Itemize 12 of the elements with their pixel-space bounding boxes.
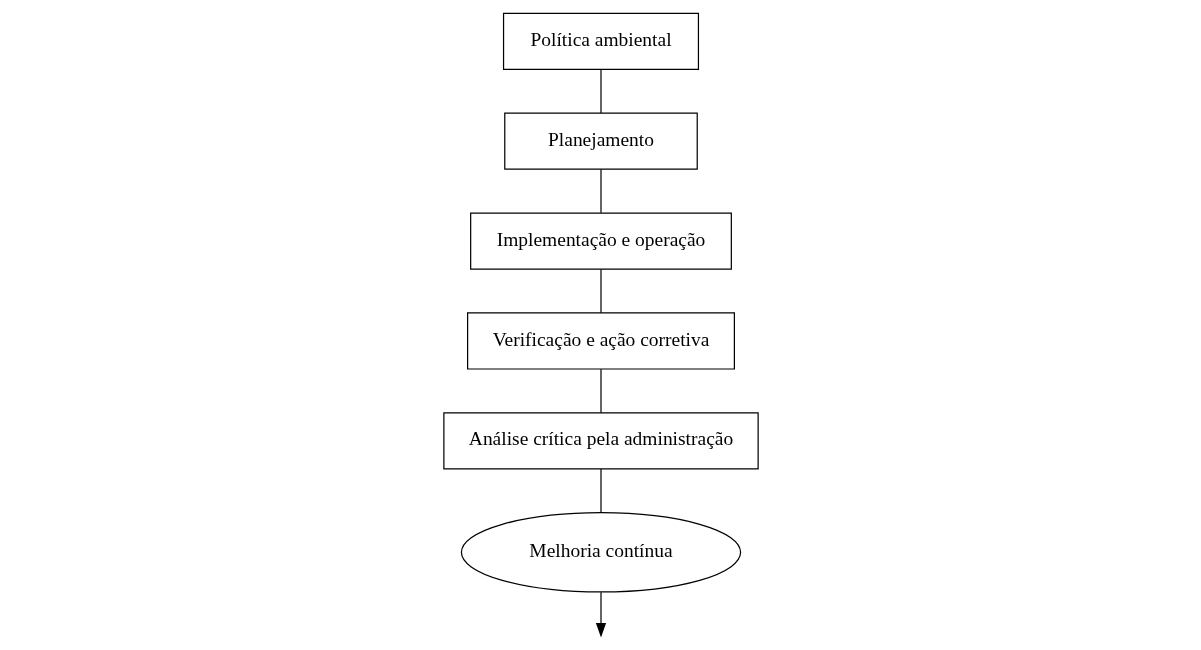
connector (599, 69, 602, 114)
connector (599, 168, 602, 214)
connector (599, 268, 602, 314)
connector (599, 368, 602, 414)
arrow (595, 591, 606, 638)
node-box: Política ambiental (502, 12, 699, 70)
node-box: Implementação e operação (469, 212, 732, 270)
connector (599, 468, 602, 514)
node-box: Verificação e ação corretiva (466, 312, 735, 370)
node-box: Planejamento (503, 112, 698, 170)
node-box: Análise crítica pela administração (442, 412, 759, 470)
node-ellipse: Melhoria contínua (460, 512, 741, 593)
